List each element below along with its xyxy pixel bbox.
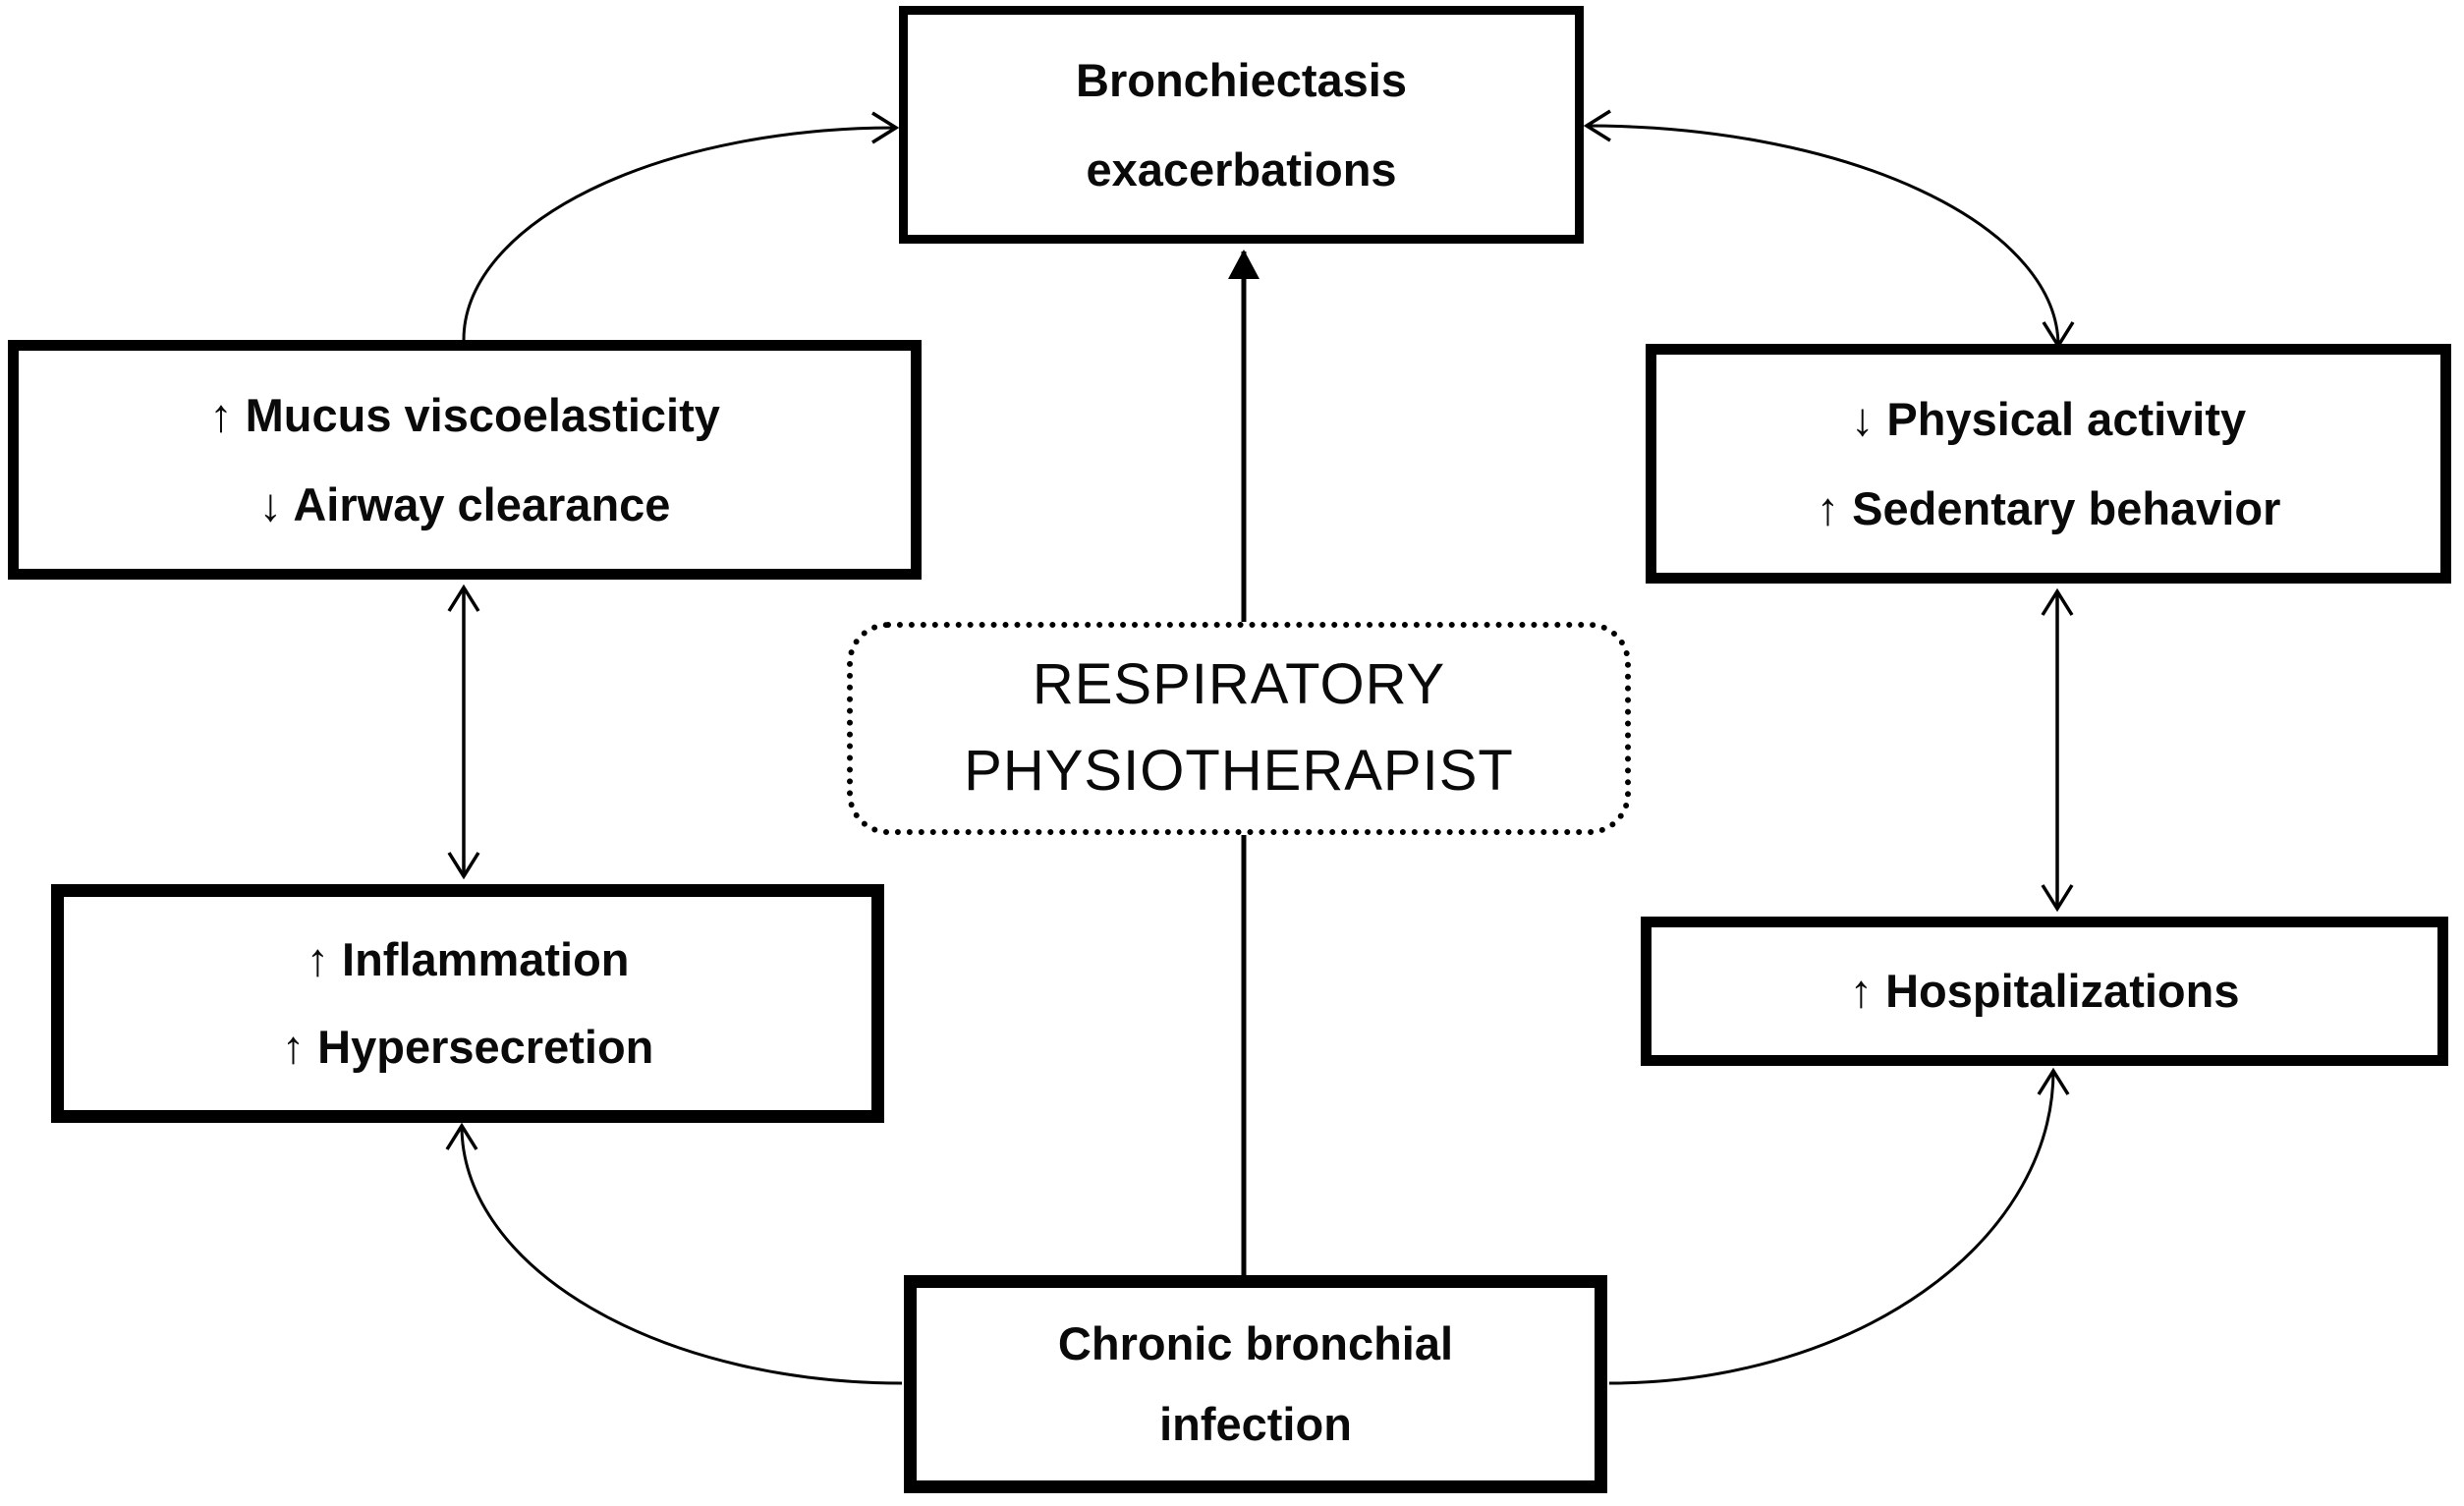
- edge-exacerbations-activity-double-arrow: [1583, 109, 2075, 350]
- node-physical-activity-sedentary-behavior: ↓ Physical activity ↑ Sedentary behavior: [1646, 344, 2451, 584]
- node-chronic-bronchial-infection: Chronic bronchial infection: [904, 1275, 1607, 1493]
- node-label-line: ↑ Hospitalizations: [1849, 965, 2240, 1018]
- node-label-line: ↑ Inflammation: [306, 933, 630, 986]
- edge-infection-to-hospitalizations-arrow: [1608, 1067, 2070, 1385]
- node-label-line: ↑ Hypersecretion: [281, 1021, 654, 1074]
- node-label-line: ↓ Airway clearance: [258, 477, 671, 530]
- node-mucus-viscoelasticity-airway-clearance: ↑ Mucus viscoelasticity ↓ Airway clearan…: [8, 340, 922, 580]
- node-label-line: RESPIRATORY: [1032, 651, 1446, 716]
- node-label-line: ↑ Sedentary behavior: [1816, 481, 2281, 534]
- node-label-line: ↓ Physical activity: [1850, 393, 2247, 446]
- node-label-line: Bronchiectasis: [1076, 53, 1407, 106]
- node-bronchiectasis-exacerbations: Bronchiectasis exacerbations: [899, 6, 1584, 244]
- node-inflammation-hypersecretion: ↑ Inflammation ↑ Hypersecretion: [51, 884, 884, 1123]
- node-respiratory-physiotherapist: RESPIRATORY PHYSIOTHERAPIST: [847, 622, 1631, 835]
- node-label-line: ↑ Mucus viscoelasticity: [209, 389, 720, 442]
- node-label-line: exacerbations: [1086, 142, 1397, 195]
- node-label-line: infection: [1159, 1398, 1352, 1451]
- node-label-line: PHYSIOTHERAPIST: [964, 739, 1514, 804]
- edge-mucus-to-exacerbations-arrow: [462, 111, 900, 341]
- node-label-line: Chronic bronchial: [1057, 1317, 1454, 1370]
- edge-infection-to-inflammation-arrow: [445, 1122, 903, 1385]
- node-hospitalizations: ↑ Hospitalizations: [1641, 917, 2448, 1066]
